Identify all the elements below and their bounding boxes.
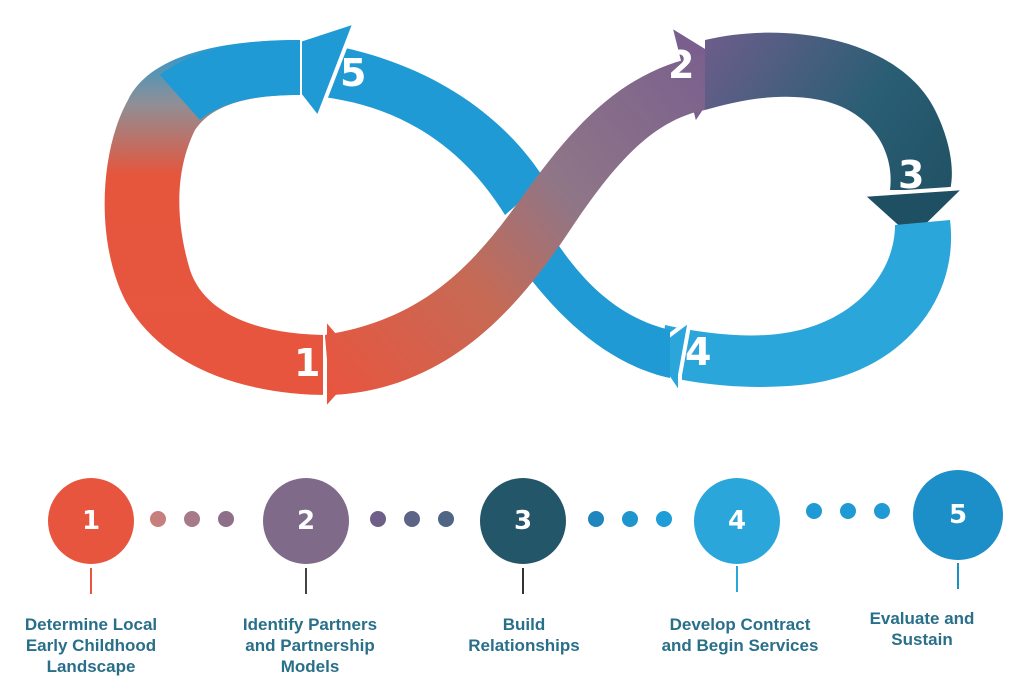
step-label-4: Develop Contract and Begin Services [661, 615, 819, 655]
loop-number-5: 5 [340, 51, 366, 95]
step-tick-2 [305, 568, 307, 594]
step-label-2: Identify Partners and Partnership Models [242, 615, 378, 676]
loop-segment-diagonal-overlay [325, 55, 705, 395]
connector-dot [622, 511, 638, 527]
connector-dot [184, 511, 200, 527]
step-label-5: Evaluate and Sustain [869, 609, 975, 649]
connector-dot [404, 511, 420, 527]
loop-arrowhead-3 [857, 185, 971, 243]
loop-segment-5 [300, 40, 545, 215]
step-tick-1 [90, 568, 92, 594]
step-label-1: Determine Local Early Childhood Landscap… [24, 615, 158, 676]
step-tick-5 [957, 563, 959, 589]
step-label-3: Build Relationships [468, 615, 580, 655]
connector-dot [370, 511, 386, 527]
loop-number-1: 1 [294, 341, 320, 385]
step-circle-5: 5 [913, 470, 1003, 560]
connector-dot [588, 511, 604, 527]
loop-number-2: 2 [668, 43, 694, 87]
step-tick-4 [736, 566, 738, 592]
connector-dot [150, 511, 166, 527]
loop-number-4: 4 [685, 330, 711, 374]
connector-dot [840, 503, 856, 519]
loop-segment-left [104, 40, 330, 395]
loop-number-3: 3 [898, 153, 924, 197]
connector-dot [218, 511, 234, 527]
step-circle-1: 1 [48, 478, 134, 564]
connector-dot [656, 511, 672, 527]
loop-segment-4-cross [520, 240, 670, 378]
step-circle-2: 2 [263, 478, 349, 564]
loop-segment-2-to-3 [705, 32, 952, 190]
loop-band-top-left [160, 40, 300, 120]
step-circle-3: 3 [480, 478, 566, 564]
connector-dot [874, 503, 890, 519]
loop-segment-3-to-4 [660, 220, 952, 387]
step-circle-4: 4 [694, 478, 780, 564]
connector-dot [806, 503, 822, 519]
step-tick-3 [522, 568, 524, 594]
connector-dot [438, 511, 454, 527]
